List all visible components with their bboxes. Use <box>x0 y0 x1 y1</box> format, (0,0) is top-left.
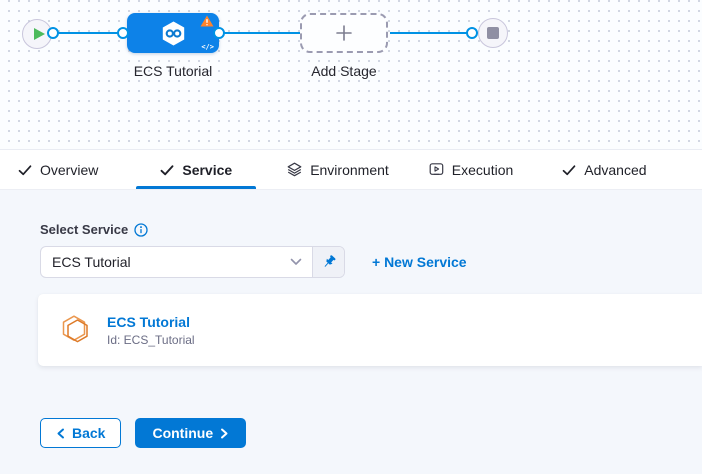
warning-triangle-icon <box>200 15 214 27</box>
cd-hexagon-infinity-icon <box>160 20 187 47</box>
play-icon <box>33 28 45 40</box>
tab-label: Overview <box>40 161 99 178</box>
tab-advanced[interactable]: Advanced <box>562 150 647 189</box>
back-button-label: Back <box>72 425 106 441</box>
stop-icon <box>487 27 499 39</box>
layers-icon <box>287 162 302 177</box>
pipeline-edge <box>53 32 123 34</box>
tab-label: Execution <box>451 161 514 178</box>
node-connector <box>117 27 129 39</box>
select-service-label-row: Select Service <box>40 222 702 237</box>
node-connector <box>466 27 478 39</box>
plus-icon <box>335 24 353 42</box>
pipeline-edge <box>390 32 470 34</box>
add-stage-label: Add Stage <box>311 63 377 79</box>
pipeline-canvas: </> ECS Tutorial Add Stage <box>0 0 702 150</box>
footer-actions: Back Continue <box>40 418 702 448</box>
stage-node-label: ECS Tutorial <box>133 63 213 79</box>
tab-label: Environment <box>310 161 389 178</box>
tab-label: Advanced <box>584 161 647 178</box>
service-card-name: ECS Tutorial <box>107 313 190 330</box>
service-card-id: Id: ECS_Tutorial <box>107 332 195 347</box>
add-stage-node[interactable] <box>300 13 388 53</box>
tab-environment[interactable]: Environment <box>287 150 389 189</box>
service-select-value: ECS Tutorial <box>52 254 131 270</box>
info-icon[interactable] <box>134 222 148 237</box>
service-select-group: ECS Tutorial <box>40 246 345 278</box>
service-panel: Select Service ECS Tutorial <box>0 190 702 448</box>
tab-execution[interactable]: Execution <box>429 150 513 189</box>
service-card[interactable]: ECS Tutorial Id: ECS_Tutorial <box>38 294 702 366</box>
back-button[interactable]: Back <box>40 418 122 448</box>
tab-label: Service <box>182 161 233 178</box>
check-icon <box>18 163 32 177</box>
execution-icon <box>429 162 444 177</box>
pin-service-button[interactable] <box>312 247 344 277</box>
check-icon <box>562 163 576 177</box>
check-icon <box>160 163 174 177</box>
tab-service[interactable]: Service <box>136 150 257 189</box>
continue-button[interactable]: Continue <box>135 418 247 448</box>
code-icon: </> <box>201 43 214 51</box>
pipeline-end-node <box>478 18 508 48</box>
pipeline-edge <box>223 32 302 34</box>
node-connector <box>213 27 225 39</box>
service-hexagon-icon <box>60 313 92 347</box>
tab-overview[interactable]: Overview <box>18 150 98 189</box>
select-service-label: Select Service <box>40 222 129 237</box>
pin-icon <box>321 254 337 270</box>
stage-node-ecs-tutorial[interactable]: </> <box>127 13 219 53</box>
chevron-right-icon <box>220 428 229 439</box>
node-connector <box>47 27 59 39</box>
service-card-text: ECS Tutorial Id: ECS_Tutorial <box>107 314 195 347</box>
service-select-dropdown[interactable]: ECS Tutorial <box>41 247 312 277</box>
stage-config-tabs: Overview Service Environment Execution <box>0 150 702 190</box>
chevron-down-icon <box>290 258 302 266</box>
continue-button-label: Continue <box>152 425 214 441</box>
new-service-link[interactable]: + New Service <box>372 254 467 270</box>
chevron-left-icon <box>56 428 65 439</box>
